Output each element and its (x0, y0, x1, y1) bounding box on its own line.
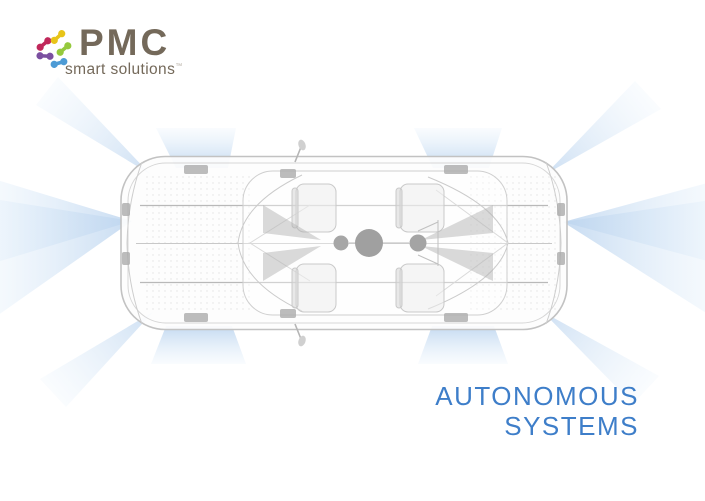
sensor-hubs (333, 220, 439, 266)
interior-fov-cones (263, 205, 493, 281)
beam-left-fan-core (0, 199, 132, 262)
brand-name: PMC (79, 22, 171, 63)
seats (291, 183, 445, 313)
brand-tagline: smart solutions™ (65, 61, 183, 78)
side-mirrors (294, 139, 306, 347)
beam-corner-bottom-left (40, 312, 153, 407)
car-rear-bumper-line (126, 161, 143, 325)
edge-sensor-modules (122, 165, 565, 322)
logo-dumbbell-yellow (49, 28, 67, 46)
beam-bottom-right-cone (418, 326, 508, 364)
beam-corner-top-right (546, 81, 661, 174)
beam-right-fan-core (563, 200, 705, 261)
title-line-1: AUTONOMOUS (435, 381, 639, 411)
page-title: AUTONOMOUS SYSTEMS (435, 381, 639, 441)
windshield-rake-lines (249, 189, 509, 297)
car-top-view (120, 139, 568, 347)
car-body-inner-line (127, 162, 561, 324)
lidar-hub-right (409, 234, 427, 252)
title-line-2: SYSTEMS (504, 411, 639, 441)
sensor-beams (0, 77, 705, 407)
beam-corner-bottom-right (543, 312, 659, 404)
lidar-hub-center (355, 229, 383, 257)
lidar-hub-left (333, 235, 349, 251)
trademark-symbol: ™ (175, 62, 183, 70)
pmc-logo-text: PMC smart solutions™ (65, 22, 183, 79)
logo-dumbbell-purple (36, 51, 54, 61)
logo-dumbbell-magenta (35, 35, 53, 53)
pmc-logo: PMC smart solutions™ (33, 22, 183, 79)
beam-bottom-left-cone (151, 326, 246, 364)
rear-window-line (237, 174, 303, 312)
logo-dumbbell-green (55, 40, 73, 58)
beam-corner-top-left (36, 77, 150, 174)
